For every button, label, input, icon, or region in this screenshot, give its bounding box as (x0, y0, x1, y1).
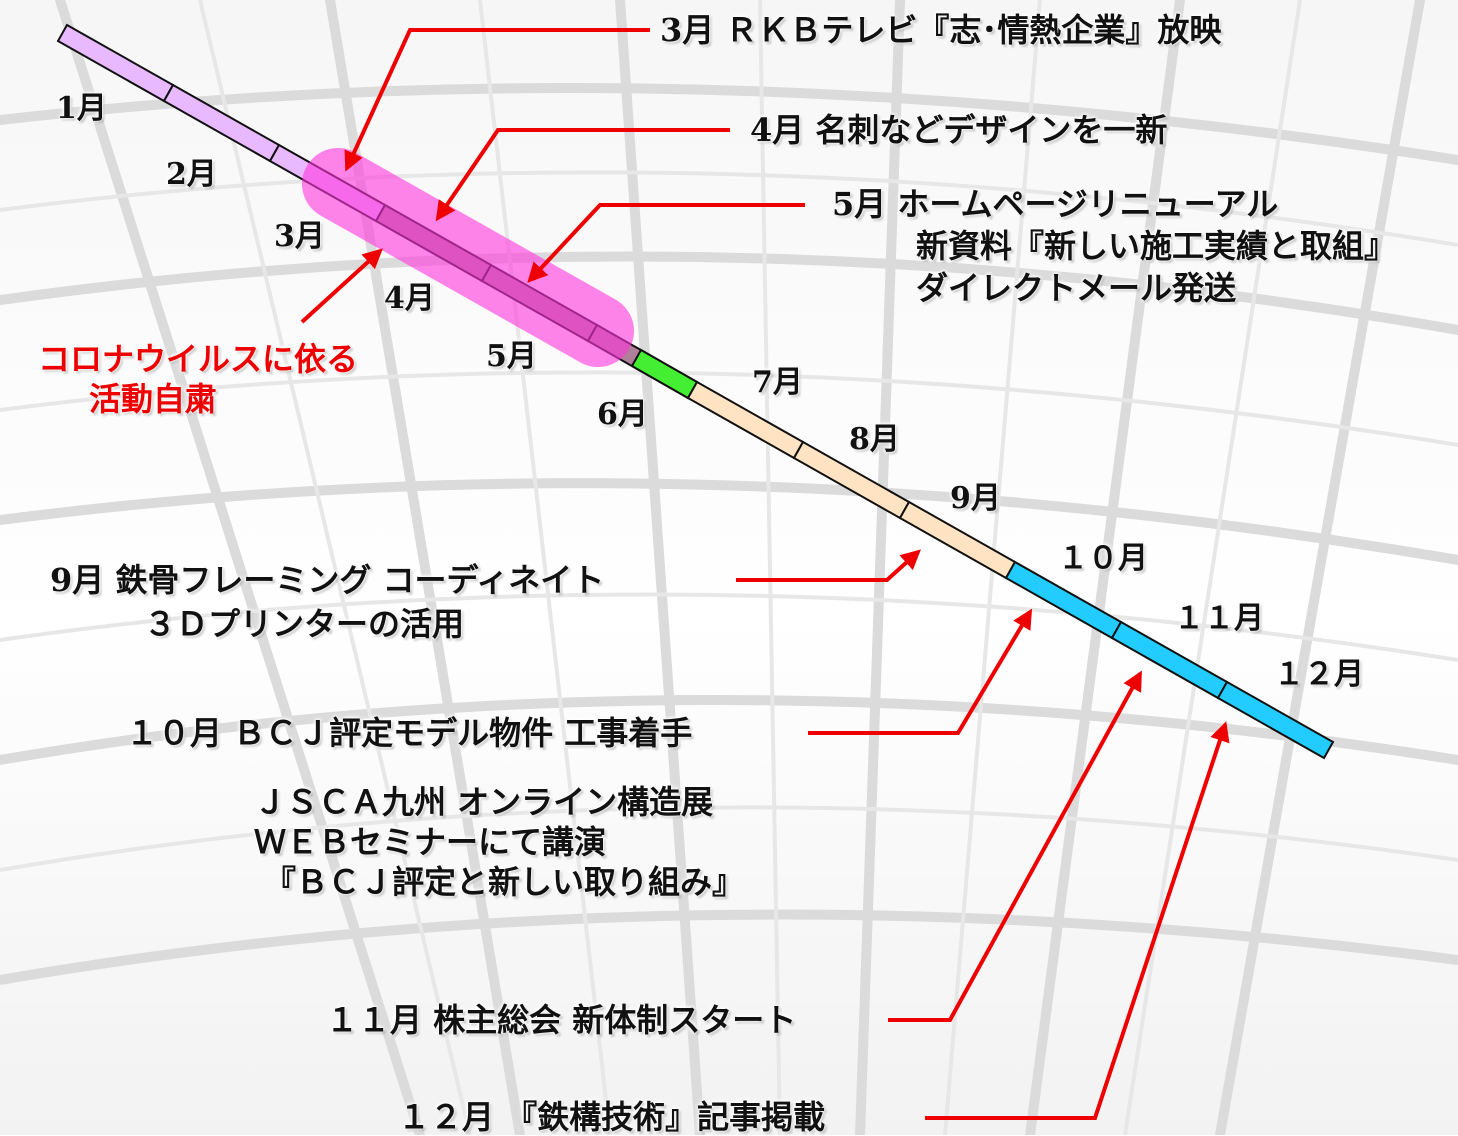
event-jsca-line-1: ＪＳＣＡ九州 オンライン構造展 (254, 783, 714, 821)
month-label-dec: １２月 (1274, 657, 1364, 692)
event-september-line-1: 9月 鉄骨フレーミング コーディネイト (50, 561, 605, 599)
arrow-sep (736, 549, 921, 582)
month-label-jan: 1月 (56, 91, 107, 126)
arrow-covid (300, 248, 383, 324)
event-may: 5月 ホームページリニューアル 新資料『新しい施工実績と取組』 ダイレクトメール… (832, 188, 1396, 304)
event-december: １２月 『鉄構技術』記事掲載 (398, 1098, 826, 1136)
arrow-apr (435, 128, 730, 222)
covid-highlight (302, 148, 634, 367)
event-september-line-2: ３Ｄプリンターの活用 (144, 605, 465, 643)
arrow-oct (808, 608, 1033, 735)
month-label-feb: 2月 (166, 157, 217, 192)
arrow-mar (344, 28, 650, 172)
arrow-dec (925, 721, 1230, 1120)
month-label-mar: 3月 (274, 219, 325, 254)
event-jsca-line-2: ＷＥＢセミナーにて講演 (254, 823, 607, 861)
event-october: １０月 ＢＣＪ評定モデル物件 工事着手 (126, 714, 693, 752)
event-september: 9月 鉄骨フレーミング コーディネイト ３Ｄプリンターの活用 (50, 564, 604, 640)
event-november: １１月 株主総会 新体制スタート (326, 1001, 797, 1039)
month-label-jun: 6月 (597, 397, 648, 432)
month-label-oct: １０月 (1058, 541, 1148, 576)
event-april: 4月 名刺などデザインを一新 (750, 111, 1168, 149)
month-label-apr: 4月 (384, 281, 435, 316)
covid-note: コロナウイルスに依る 活動自粛 (12, 343, 384, 415)
event-may-line-2: 新資料『新しい施工実績と取組』 (916, 227, 1397, 265)
band-segment-dec (1216, 680, 1335, 760)
event-may-line-1: 5月 ホームページリニューアル (832, 185, 1279, 223)
covid-note-line-2: 活動自粛 (88, 380, 217, 418)
callout-arrows (300, 28, 1230, 1120)
month-label-aug: 8月 (849, 422, 900, 457)
month-label-may: 5月 (486, 339, 537, 374)
event-jsca-line-3: 『ＢＣＪ評定と新しい取り組み』 (264, 863, 745, 901)
covid-note-line-1: コロナウイルスに依る (37, 340, 358, 378)
month-label-nov: １１月 (1174, 601, 1264, 636)
arrow-may (527, 203, 805, 283)
event-jsca: ＪＳＣＡ九州 オンライン構造展 ＷＥＢセミナーにて講演 『ＢＣＪ評定と新しい取り… (254, 786, 744, 898)
arrow-nov (888, 670, 1142, 1022)
month-label-jul: 7月 (752, 365, 803, 400)
event-march: 3月 ＲＫＢテレビ『志･情熱企業』放映 (660, 11, 1222, 49)
event-may-line-3: ダイレクトメール発送 (916, 269, 1237, 307)
month-label-sep: 9月 (950, 481, 1001, 516)
